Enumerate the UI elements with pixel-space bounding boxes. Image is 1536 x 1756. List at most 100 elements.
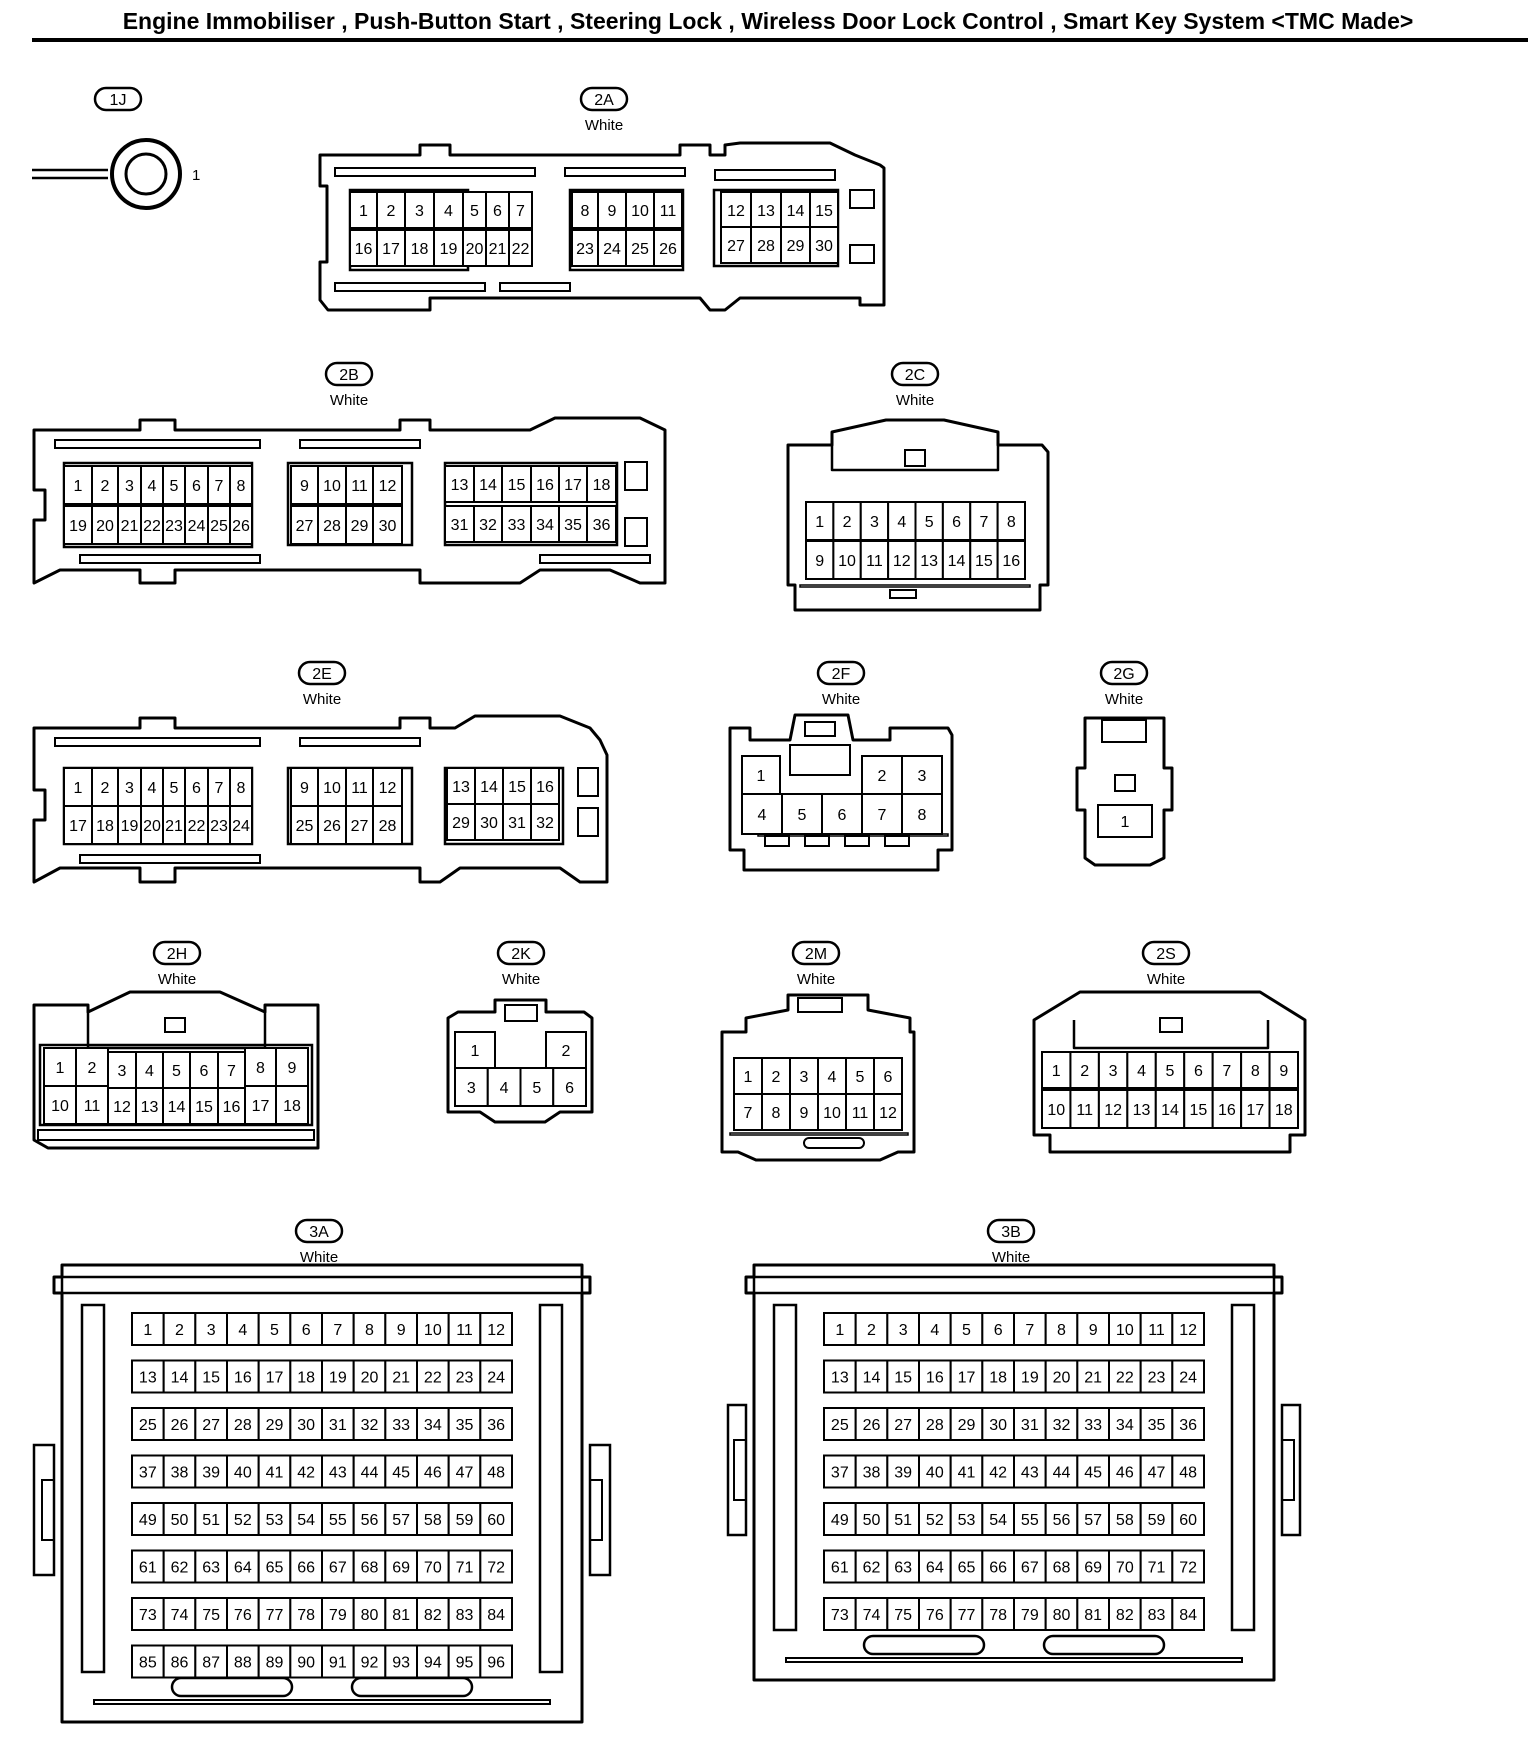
pin-cell xyxy=(1044,1359,1079,1394)
pin-cell xyxy=(1097,1089,1129,1129)
pin-cell xyxy=(854,1454,889,1489)
pin-number: 81 xyxy=(392,1607,410,1624)
pin-number: 34 xyxy=(424,1417,442,1434)
pin-cell xyxy=(257,1359,292,1394)
pin-number: 20 xyxy=(96,518,114,535)
pin-number: 17 xyxy=(958,1369,976,1386)
pin-cell xyxy=(416,1549,450,1584)
pin-cell xyxy=(861,755,903,795)
pin-number: 77 xyxy=(266,1607,284,1624)
pin-cell xyxy=(194,1407,228,1441)
pin-cell xyxy=(404,191,435,229)
pin-number: 5 xyxy=(470,203,479,220)
pin-number: 16 xyxy=(1002,553,1020,570)
housing-outline xyxy=(1042,1634,1166,1656)
housing-outline xyxy=(54,439,261,449)
pin-number: 12 xyxy=(487,1322,505,1339)
pin-cell xyxy=(479,1359,514,1394)
housing-outline xyxy=(764,835,790,847)
pin-number: 71 xyxy=(1148,1559,1166,1576)
pin-cell xyxy=(519,1067,555,1107)
pin-cell xyxy=(586,465,617,503)
pin-cell xyxy=(1076,1312,1111,1346)
connector-color: White xyxy=(1105,691,1143,708)
pin-cell xyxy=(1013,1312,1047,1346)
connector-color: White xyxy=(797,971,835,988)
connector-2g: 1 xyxy=(1075,716,1174,867)
pin-number: 5 xyxy=(798,807,807,824)
pin-number: 18 xyxy=(411,241,429,258)
housing-outline xyxy=(32,990,320,1150)
pin-cell xyxy=(741,793,783,835)
pin-cell xyxy=(194,1549,228,1584)
pin-number: 2 xyxy=(772,1069,781,1086)
pin-number: 51 xyxy=(894,1512,912,1529)
pin-number: 68 xyxy=(361,1559,379,1576)
pin-cell xyxy=(918,1502,952,1536)
pin-number: 32 xyxy=(536,815,554,832)
pin-number: 13 xyxy=(139,1369,157,1386)
pin-number: 4 xyxy=(145,1063,154,1080)
pin-number: 1 xyxy=(74,780,83,797)
pin-number: 9 xyxy=(397,1322,406,1339)
pin-cell xyxy=(1171,1549,1206,1584)
housing-outline xyxy=(624,461,648,491)
pin-number: 3 xyxy=(207,1322,216,1339)
pin-number: 53 xyxy=(266,1512,284,1529)
pin-cell xyxy=(91,465,119,505)
pin-number: 51 xyxy=(202,1512,220,1529)
pin-number: 70 xyxy=(1116,1559,1134,1576)
pin-number: 54 xyxy=(297,1512,315,1529)
housing-outline xyxy=(334,167,536,177)
pin-number: 17 xyxy=(564,477,582,494)
housing-outline xyxy=(889,589,917,599)
housing-outline xyxy=(60,1275,584,1295)
connector-color: White xyxy=(585,117,623,134)
pin-number: 67 xyxy=(329,1559,347,1576)
pin-number: 62 xyxy=(171,1559,189,1576)
pin-number: 94 xyxy=(424,1654,442,1671)
pin-number: 22 xyxy=(143,518,161,535)
pin-number: 11 xyxy=(660,203,677,220)
pin-cell xyxy=(384,1597,419,1631)
connector-id-oval xyxy=(93,86,143,112)
pin-cell xyxy=(194,1597,228,1631)
pin-cell xyxy=(854,1597,889,1631)
pin-cell xyxy=(352,1454,387,1489)
pin-cell xyxy=(352,1549,387,1584)
pin-cell xyxy=(1211,1051,1243,1089)
housing-outline xyxy=(786,418,1050,612)
pin-number: 11 xyxy=(351,780,368,797)
housing-outline xyxy=(1230,1303,1256,1632)
pin-cell xyxy=(1268,1089,1299,1129)
pin-number: 3 xyxy=(899,1322,908,1339)
pin-number: 42 xyxy=(989,1464,1007,1481)
pin-number: 4 xyxy=(444,203,453,220)
pin-number: 27 xyxy=(894,1417,912,1434)
pin-cell xyxy=(1171,1359,1206,1394)
connector-id-oval xyxy=(297,660,347,686)
pin-number: 15 xyxy=(1190,1102,1208,1119)
pin-cell xyxy=(821,793,863,835)
housing-outline xyxy=(54,737,261,747)
pin-block xyxy=(443,461,619,547)
pin-number: 6 xyxy=(884,1069,893,1086)
pin-number: 44 xyxy=(1053,1464,1071,1481)
pin-cell xyxy=(229,465,253,505)
pin-cell xyxy=(447,1597,482,1631)
connector-color: White xyxy=(822,691,860,708)
pin-number: 27 xyxy=(202,1417,220,1434)
connector-id: 3A xyxy=(309,1224,329,1241)
pin-number: 80 xyxy=(361,1607,379,1624)
pin-number: 2 xyxy=(843,514,852,531)
pin-cell xyxy=(372,465,403,505)
pin-cell xyxy=(854,1407,889,1441)
pin-number: 28 xyxy=(926,1417,944,1434)
pin-number: 5 xyxy=(856,1069,865,1086)
pin-cell xyxy=(733,1093,763,1131)
pin-cell xyxy=(372,805,403,845)
pin-number: 4 xyxy=(897,514,906,531)
pin-number: 29 xyxy=(787,238,805,255)
connector-id-oval xyxy=(791,940,841,966)
